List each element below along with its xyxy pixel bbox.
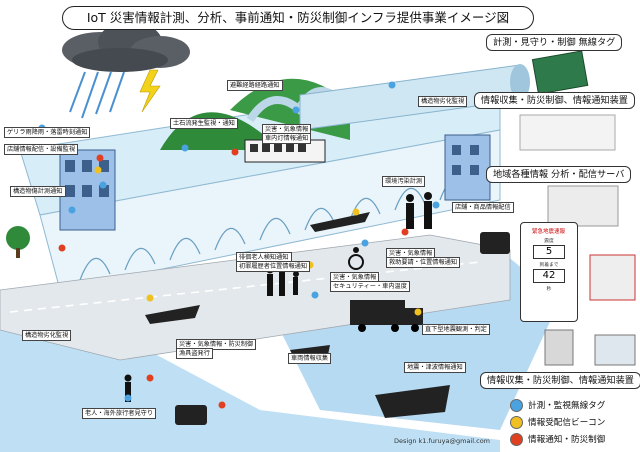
legend-alert-label: 情報通知・防災制御 xyxy=(528,435,606,445)
label-rescue-2: 救助要請・位置情報通知 xyxy=(386,257,461,268)
label-ship-2: 漁具盗発行 xyxy=(176,348,213,359)
wheelchair-icon xyxy=(348,247,364,270)
sensor-device-photo xyxy=(544,329,574,366)
tag-device-photo xyxy=(531,50,589,95)
phone-alert-screen: 緊急地震速報 震度 5 到着まで 42 秒 xyxy=(520,222,578,322)
phone-count-1: 5 xyxy=(533,245,565,259)
phone-header: 緊急地震速報 xyxy=(531,229,565,235)
tube-end xyxy=(510,64,530,100)
label-train-control: 車内灯情報通知 xyxy=(262,133,312,144)
ship-icon-bottom xyxy=(375,385,450,418)
suv-icon-bottom xyxy=(175,405,207,425)
collector-device-photo xyxy=(519,114,616,151)
label-shop-dist: 店舗情報配信・設備監視 xyxy=(4,144,79,155)
building-left xyxy=(59,149,116,231)
page-title: IoT 災害情報計測、分析、事前通知・防災制御インフラ提供事業イメージ図 xyxy=(62,6,534,30)
building-right xyxy=(444,134,491,201)
tag-device-label: 計測・見守り・制御 無線タグ xyxy=(486,34,623,51)
sensor-device-photo-2 xyxy=(594,334,636,366)
legend-tag-label: 計測・監視無線タグ xyxy=(528,401,606,411)
label-structure-measure: 構造物傷計測通知 xyxy=(10,186,66,197)
train-icon xyxy=(244,139,326,163)
credit-text: Design k1.furuya@gmail.com xyxy=(394,437,491,445)
tree-icon xyxy=(6,226,30,258)
phone-line-2: 到着まで xyxy=(539,263,559,268)
label-boat-alert: 車両情報収集 xyxy=(288,353,332,364)
label-tsunami: 地震・津波情報通知 xyxy=(404,362,466,373)
label-security-2: セキュリティー・車内温度 xyxy=(330,281,410,292)
server-label: 地域各種情報 分析・配信サーバ xyxy=(486,166,632,183)
alert-dots xyxy=(58,148,409,409)
legend-tag-dot xyxy=(510,399,523,412)
phone-line-1: 震度 xyxy=(544,239,554,244)
arches xyxy=(79,177,471,281)
collector-bottom-label: 情報収集・防災制御、情報通知装置 xyxy=(480,372,640,389)
label-structure-left: 構造物劣化監視 xyxy=(22,330,72,341)
suv-icon-right xyxy=(480,232,510,254)
bridge-arches xyxy=(39,129,501,291)
tag-dots xyxy=(38,81,440,402)
storm-cloud-icon xyxy=(62,22,190,72)
label-evac-route: 避難経路経路通知 xyxy=(227,80,283,91)
people-group-icon xyxy=(124,192,432,402)
ship-icon-middle xyxy=(310,212,370,232)
ship-icon-left xyxy=(145,305,200,324)
phone-count-2: 42 xyxy=(533,269,565,283)
collector-device-photo-2 xyxy=(589,254,636,301)
road-lane-line xyxy=(9,261,481,313)
legend-beacon-dot xyxy=(510,416,523,429)
collector-top-label: 情報収集・防災制御、情報通知装置 xyxy=(474,92,635,109)
label-landslide: 土石流発生監視・通知 xyxy=(170,118,238,129)
label-guerrilla-rain: ゲリラ雨降雨・落雷時刻通知 xyxy=(4,127,91,138)
label-shop-goods: 店舗・商品情報配信 xyxy=(452,202,514,213)
legend-beacon-label: 情報受配信ビーコン xyxy=(528,418,606,428)
lightning-icon xyxy=(139,69,161,113)
label-elder-history: 初罪履歴者位置情報通知 xyxy=(236,261,311,272)
label-elder-travel: 老人・海外旅行者見守り xyxy=(82,408,157,419)
lower-road xyxy=(0,234,511,361)
label-ship-1: 災害・気象情報・防災制御 xyxy=(176,339,257,350)
phone-unit: 秒 xyxy=(546,287,552,292)
label-sensor: 直下型地震観測・判定 xyxy=(422,324,490,335)
server-device-photo xyxy=(547,185,619,227)
legend-alert-dot xyxy=(510,433,523,446)
label-structure-top: 構造物劣化監視 xyxy=(418,96,468,107)
label-env-pollution: 環境汚染計測 xyxy=(382,176,426,187)
rain-lines xyxy=(69,71,125,119)
